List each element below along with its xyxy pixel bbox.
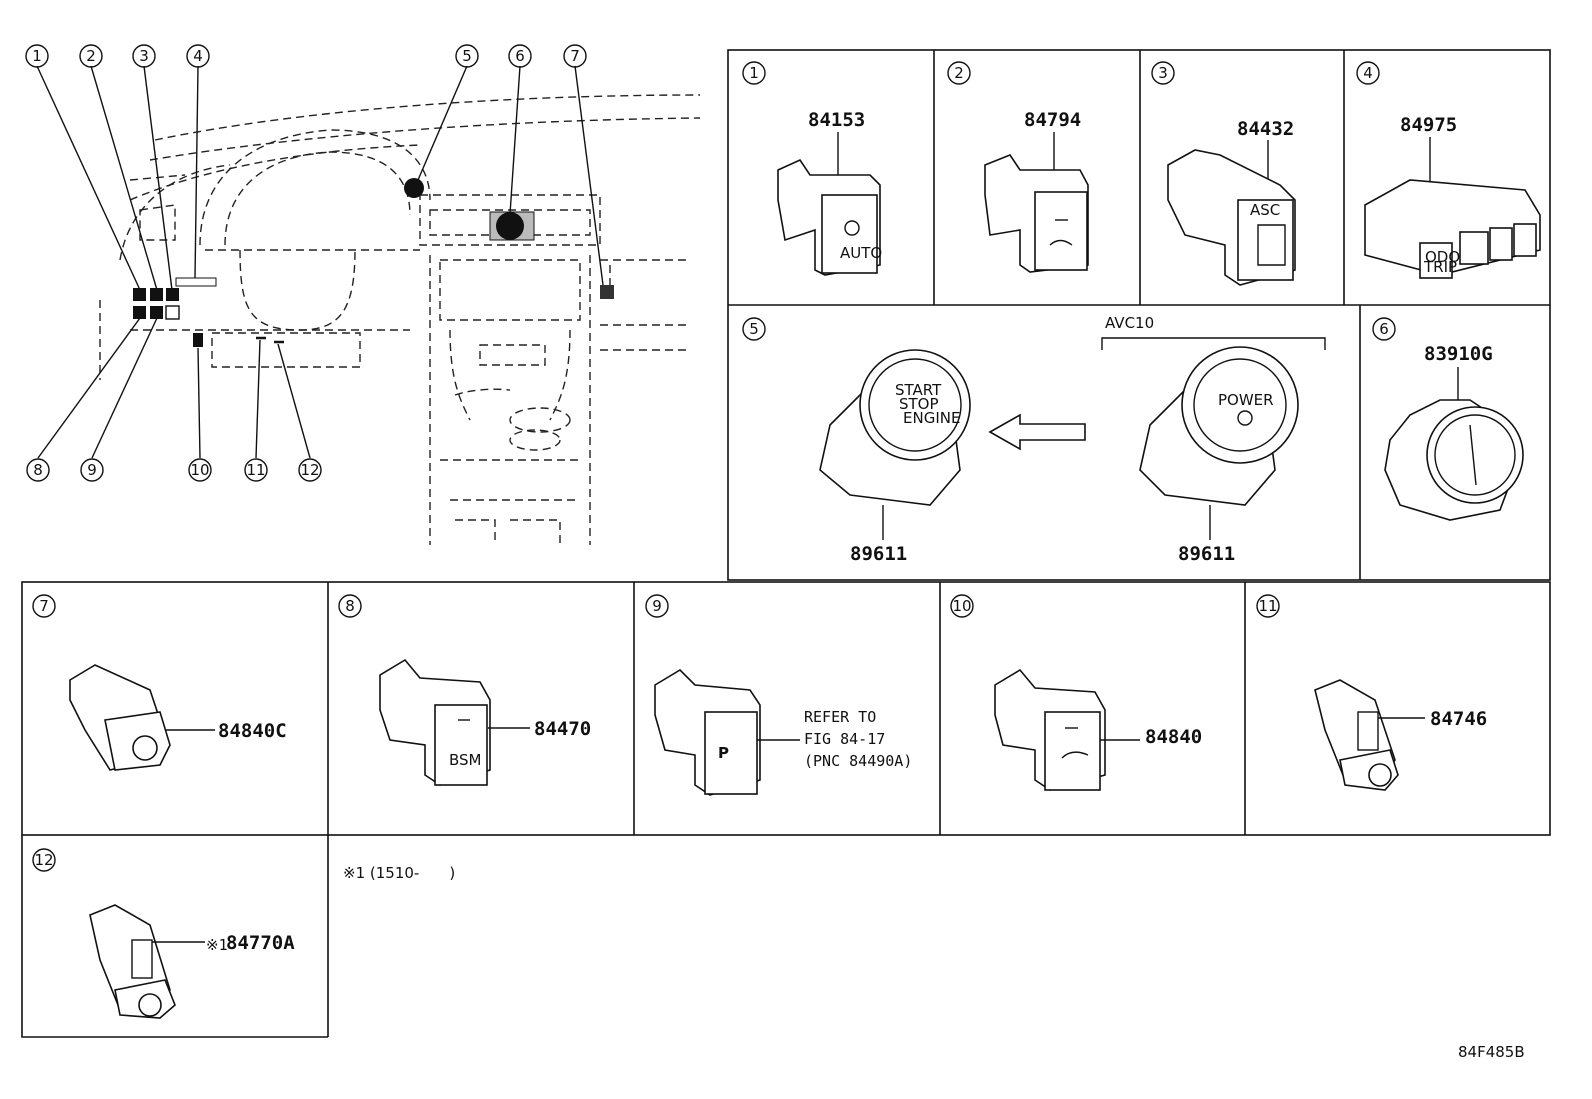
panel-8: 8 BSM 84470 bbox=[338, 594, 591, 786]
overview-callouts: 1 2 3 4 5 6 7 8 9 10 11 12 bbox=[25, 44, 587, 482]
svg-text:5: 5 bbox=[749, 320, 759, 338]
panel-3: 3 84432 ASC bbox=[1151, 61, 1296, 286]
svg-text:84432: 84432 bbox=[1237, 118, 1294, 140]
callout-9: 9 bbox=[80, 458, 104, 482]
dashboard-overview bbox=[99, 94, 701, 545]
svg-text:8: 8 bbox=[345, 597, 355, 615]
svg-text:6: 6 bbox=[1379, 320, 1389, 338]
svg-text:9: 9 bbox=[652, 597, 662, 615]
svg-text:84153: 84153 bbox=[808, 109, 865, 131]
svg-text:P: P bbox=[718, 744, 729, 762]
svg-text:8: 8 bbox=[33, 461, 43, 479]
svg-text:11: 11 bbox=[1258, 597, 1277, 615]
panel-10: 10 84840 bbox=[950, 594, 1202, 791]
svg-text:ODO: ODO bbox=[1425, 248, 1460, 266]
svg-text:ENGINE: ENGINE bbox=[903, 409, 960, 427]
svg-text:11: 11 bbox=[246, 461, 265, 479]
callout-leaders bbox=[36, 65, 604, 459]
svg-text:(PNC 84490A): (PNC 84490A) bbox=[804, 752, 912, 770]
panel-6: 6 83910G bbox=[1372, 317, 1524, 521]
svg-text:AVC10: AVC10 bbox=[1105, 314, 1154, 332]
svg-text:STOP: STOP bbox=[899, 395, 939, 413]
callout-12: 12 bbox=[298, 458, 322, 482]
svg-text:2: 2 bbox=[954, 64, 964, 82]
svg-text:REFER TO: REFER TO bbox=[804, 708, 876, 726]
svg-text:ASC: ASC bbox=[1250, 201, 1280, 219]
svg-text:12: 12 bbox=[300, 461, 319, 479]
svg-text:START: START bbox=[895, 381, 942, 399]
svg-text:84770A: 84770A bbox=[226, 932, 295, 954]
svg-text:TRIP: TRIP bbox=[1423, 258, 1457, 276]
svg-text:83910G: 83910G bbox=[1424, 343, 1493, 365]
panel-4: 4 84975 ODO TRIP bbox=[1356, 61, 1541, 279]
svg-text:9: 9 bbox=[87, 461, 97, 479]
svg-text:3: 3 bbox=[139, 47, 149, 65]
svg-text:10: 10 bbox=[952, 597, 971, 615]
callout-8: 8 bbox=[26, 458, 50, 482]
panel-12: 12 ※1 84770A bbox=[32, 848, 295, 1019]
callout-1: 1 bbox=[25, 44, 49, 68]
svg-text:12: 12 bbox=[34, 851, 53, 869]
callout-2: 2 bbox=[79, 44, 103, 68]
figure-code: 84F485B bbox=[1458, 1043, 1525, 1061]
panel-1: 1 84153 AUTO bbox=[742, 61, 882, 276]
svg-text:10: 10 bbox=[190, 461, 209, 479]
panel-grid bbox=[21, 49, 1551, 1038]
svg-text:POWER: POWER bbox=[1218, 391, 1274, 409]
svg-text:89611: 89611 bbox=[850, 543, 907, 565]
svg-text:BSM: BSM bbox=[449, 751, 482, 769]
callout-5: 5 bbox=[455, 44, 479, 68]
callout-7: 7 bbox=[563, 44, 587, 68]
svg-text:1: 1 bbox=[749, 64, 759, 82]
svg-text:5: 5 bbox=[462, 47, 472, 65]
svg-text:FIG 84-17: FIG 84-17 bbox=[804, 730, 885, 748]
callout-10: 10 bbox=[188, 458, 212, 482]
panel-7: 7 84840C bbox=[32, 594, 287, 771]
callout-4: 4 bbox=[186, 44, 210, 68]
svg-text:7: 7 bbox=[39, 597, 49, 615]
svg-text:84794: 84794 bbox=[1024, 109, 1081, 131]
svg-text:89611: 89611 bbox=[1178, 543, 1235, 565]
svg-text:4: 4 bbox=[1363, 64, 1373, 82]
panel-5: 5 AVC10 START STOP ENGINE 89611 POWER 89… bbox=[742, 314, 1326, 565]
svg-text:7: 7 bbox=[570, 47, 580, 65]
panel-2: 2 84794 bbox=[947, 61, 1089, 273]
svg-text:6: 6 bbox=[515, 47, 525, 65]
svg-text:84470: 84470 bbox=[534, 718, 591, 740]
svg-text:84840C: 84840C bbox=[218, 720, 287, 742]
svg-text:4: 4 bbox=[193, 47, 203, 65]
callout-6: 6 bbox=[508, 44, 532, 68]
svg-text:1: 1 bbox=[32, 47, 42, 65]
callout-11: 11 bbox=[244, 458, 268, 482]
callout-3: 3 bbox=[132, 44, 156, 68]
svg-text:84840: 84840 bbox=[1145, 726, 1202, 748]
svg-text:84746: 84746 bbox=[1430, 708, 1487, 730]
svg-text:3: 3 bbox=[1158, 64, 1168, 82]
svg-text:84975: 84975 bbox=[1400, 114, 1457, 136]
svg-text:※1: ※1 bbox=[206, 936, 228, 954]
panel-9: 9 P REFER TO FIG 84-17 (PNC 84490A) bbox=[645, 594, 912, 796]
panel-11: 11 84746 bbox=[1256, 594, 1487, 791]
svg-text:2: 2 bbox=[86, 47, 96, 65]
footnote: ※1 (1510- ) bbox=[343, 864, 455, 882]
svg-text:AUTO: AUTO bbox=[840, 244, 882, 262]
